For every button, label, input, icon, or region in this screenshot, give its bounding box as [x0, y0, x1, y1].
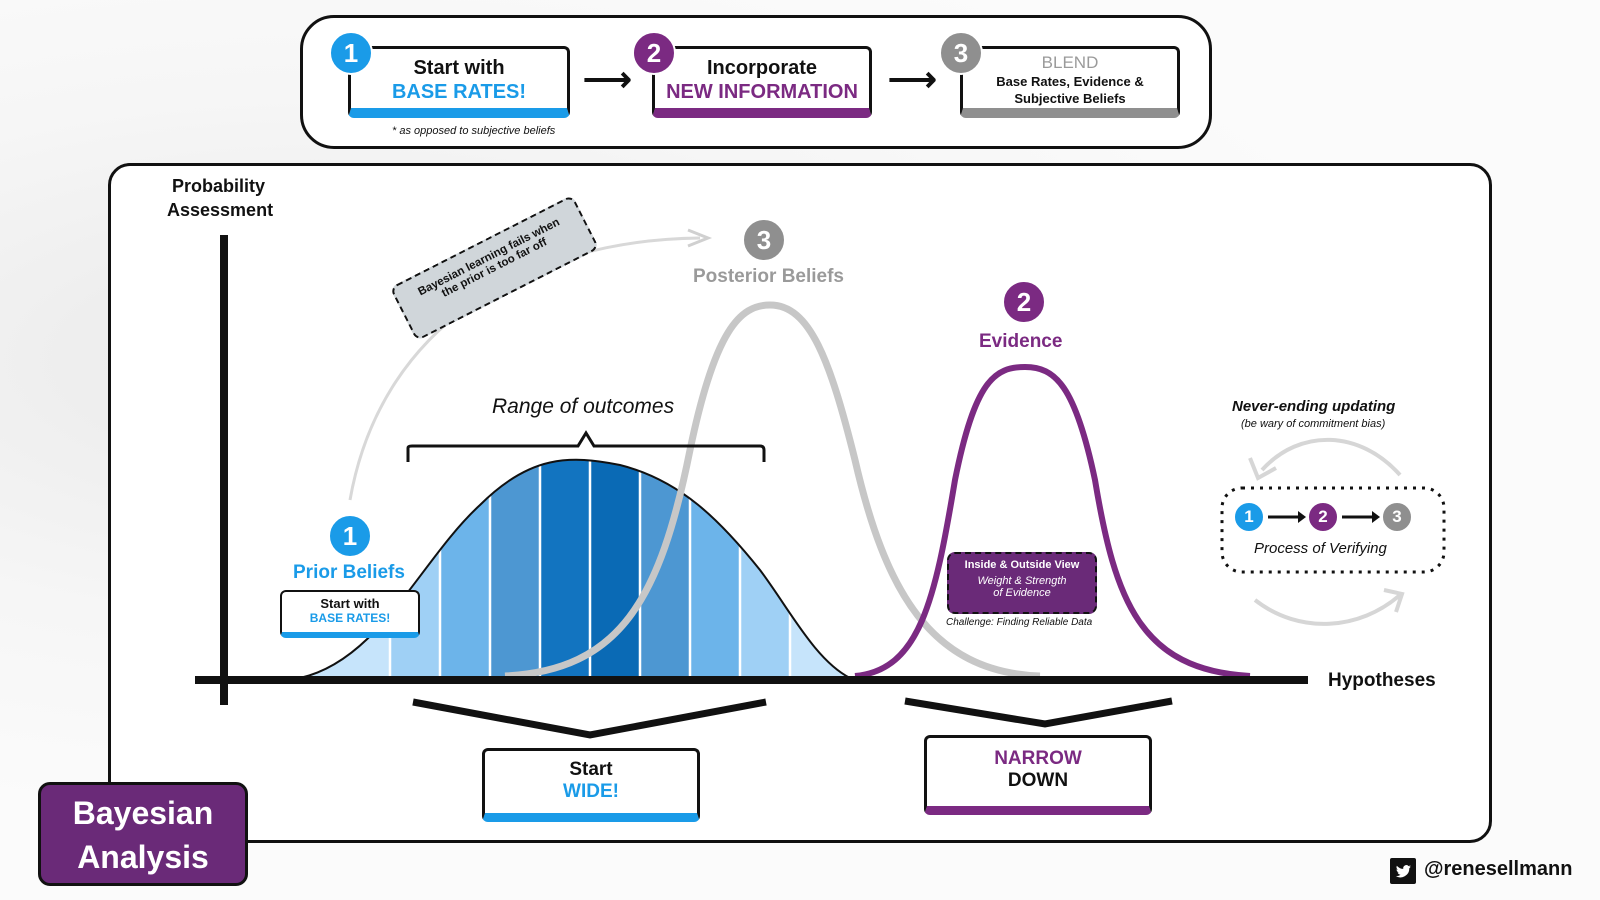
updating-title: Never-ending updating	[1232, 398, 1396, 415]
title-line1: Bayesian	[72, 795, 214, 831]
prior-base-rates-box: Start with BASE RATES!	[280, 590, 420, 638]
step-1-line2: BASE RATES!	[391, 81, 527, 103]
step-2-line2: NEW INFORMATION	[666, 81, 858, 103]
posterior-beliefs-title: Posterior Beliefs	[693, 266, 844, 287]
verifying-caption: Process of Verifying	[1254, 540, 1387, 557]
evidence-info-box: Inside & Outside View Weight & Strength …	[947, 552, 1097, 614]
step-1-number-icon: 1	[329, 31, 373, 75]
loop-arrowhead-top	[1248, 457, 1277, 481]
posterior-number-icon: 3	[742, 218, 786, 262]
evidence-number-icon: 2	[1002, 280, 1046, 324]
prior-number-icon: 1	[328, 514, 372, 558]
prior-box-line1: Start with	[320, 596, 380, 611]
arrow-right-icon: ⟶	[583, 61, 632, 99]
narrow-chevron	[904, 697, 1173, 728]
start-wide-line1: Start	[569, 759, 613, 780]
loop-number-2-icon: 2	[1307, 501, 1339, 533]
step-3-line2: Base Rates, Evidence &	[996, 74, 1144, 89]
updating-subtitle: (be wary of commitment bias)	[1241, 418, 1386, 430]
step-1-line1: Start with	[413, 57, 505, 79]
step-3-box: BLEND Base Rates, Evidence & Subjective …	[960, 46, 1180, 118]
bayesian-analysis-title: Bayesian Analysis	[38, 782, 248, 886]
start-wide-box: Start WIDE!	[482, 748, 700, 822]
prior-curve	[299, 458, 851, 679]
loop-number-3-icon: 3	[1381, 501, 1413, 533]
range-bracket	[406, 430, 766, 462]
loop-arrowhead-bottom	[1383, 588, 1405, 613]
loop-arrow-top	[1260, 437, 1402, 477]
step-3-line3: Subjective Beliefs	[1014, 91, 1126, 106]
y-axis-label-1: Probability	[172, 176, 266, 196]
range-of-outcomes-label: Range of outcomes	[492, 395, 675, 418]
evidence-curve	[854, 363, 1251, 679]
x-axis-label: Hypotheses	[1328, 670, 1436, 691]
evidence-box-line1: Inside & Outside View	[964, 559, 1080, 571]
arc-arrowhead	[687, 228, 713, 248]
evidence-box-line2: Weight & Strength	[977, 575, 1067, 587]
step-3-number-icon: 3	[939, 31, 983, 75]
wide-chevron	[412, 698, 767, 739]
posterior-curve	[504, 301, 1041, 680]
evidence-title: Evidence	[979, 331, 1063, 352]
title-line2: Analysis	[77, 839, 209, 875]
loop-arrow-bottom	[1253, 593, 1402, 626]
arrow-right-icon: ⟶	[888, 61, 937, 99]
narrow-down-box: NARROW DOWN	[924, 735, 1152, 815]
step-2-box: Incorporate NEW INFORMATION	[652, 46, 872, 118]
prior-box-line2: BASE RATES!	[309, 611, 391, 625]
step-1-box: Start with BASE RATES!	[348, 46, 570, 118]
step-2-number-icon: 2	[632, 31, 676, 75]
y-axis-label-2: Assessment	[167, 200, 274, 220]
step-3-line1: BLEND	[1041, 53, 1099, 72]
loop-number-1-icon: 1	[1233, 501, 1265, 533]
prior-beliefs-title: Prior Beliefs	[293, 562, 405, 583]
step-1-note: * as opposed to subjective beliefs	[392, 125, 556, 137]
evidence-challenge: Challenge: Finding Reliable Data	[946, 617, 1093, 628]
prior-distribution-fill	[300, 459, 850, 678]
evidence-box-line3: of Evidence	[993, 587, 1051, 599]
author-handle: @renesellmann	[1424, 858, 1573, 880]
twitter-icon	[1390, 858, 1416, 884]
narrow-down-line2: DOWN	[1007, 770, 1069, 791]
step-2-line1: Incorporate	[706, 57, 818, 79]
start-wide-line2: WIDE!	[563, 781, 619, 802]
narrow-down-line1: NARROW	[994, 748, 1082, 769]
